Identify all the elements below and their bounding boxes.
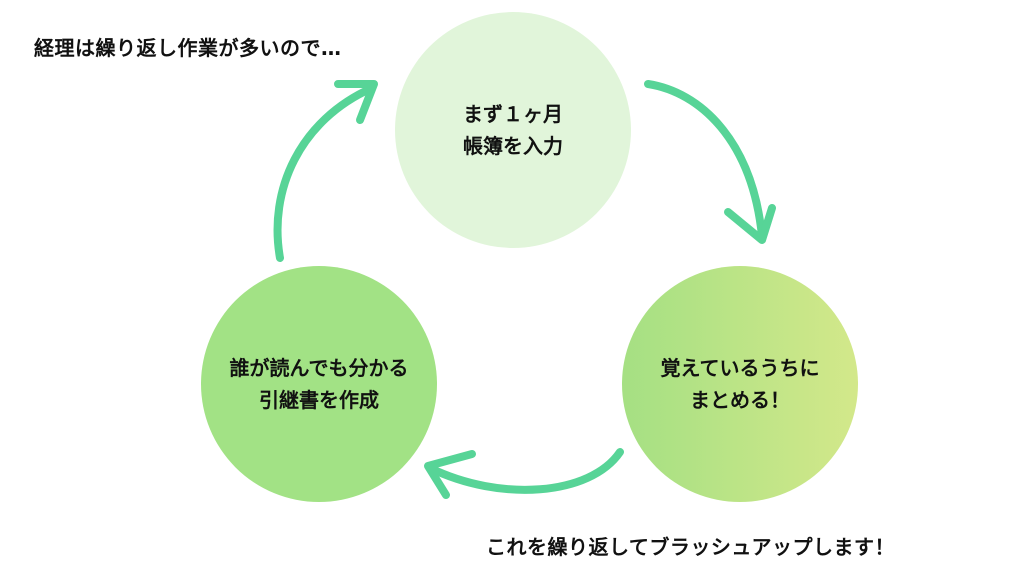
step-2-circle: 覚えているうちに まとめる！	[622, 266, 858, 502]
arrow-step1-to-step2	[644, 80, 776, 244]
step-2-line-2: まとめる！	[690, 388, 790, 412]
arrow-shaft	[273, 84, 376, 262]
step-2-line-1: 覚えているうちに	[660, 356, 820, 380]
arrow-step3-to-step1	[273, 80, 378, 262]
step-3-line-1: 誰が読んでも分かる	[229, 356, 409, 380]
arrow-head	[424, 450, 476, 499]
step-1-line-2: 帳簿を入力	[463, 134, 563, 158]
arrow-head	[334, 80, 378, 124]
step-3-circle: 誰が読んでも分かる 引継書を作成	[201, 266, 437, 502]
arrow-head	[724, 204, 776, 244]
arrow-step2-to-step3	[424, 448, 624, 499]
arrow-shaft	[426, 448, 624, 494]
arrow-shaft	[644, 80, 766, 240]
intro-caption: 経理は繰り返し作業が多いので…	[34, 36, 342, 60]
outro-caption: これを繰り返してブラッシュアップします！	[486, 535, 895, 559]
step-3-line-2: 引継書を作成	[259, 388, 379, 412]
step-1-line-1: まず１ヶ月	[463, 102, 563, 126]
step-1-circle: まず１ヶ月 帳簿を入力	[395, 12, 631, 248]
